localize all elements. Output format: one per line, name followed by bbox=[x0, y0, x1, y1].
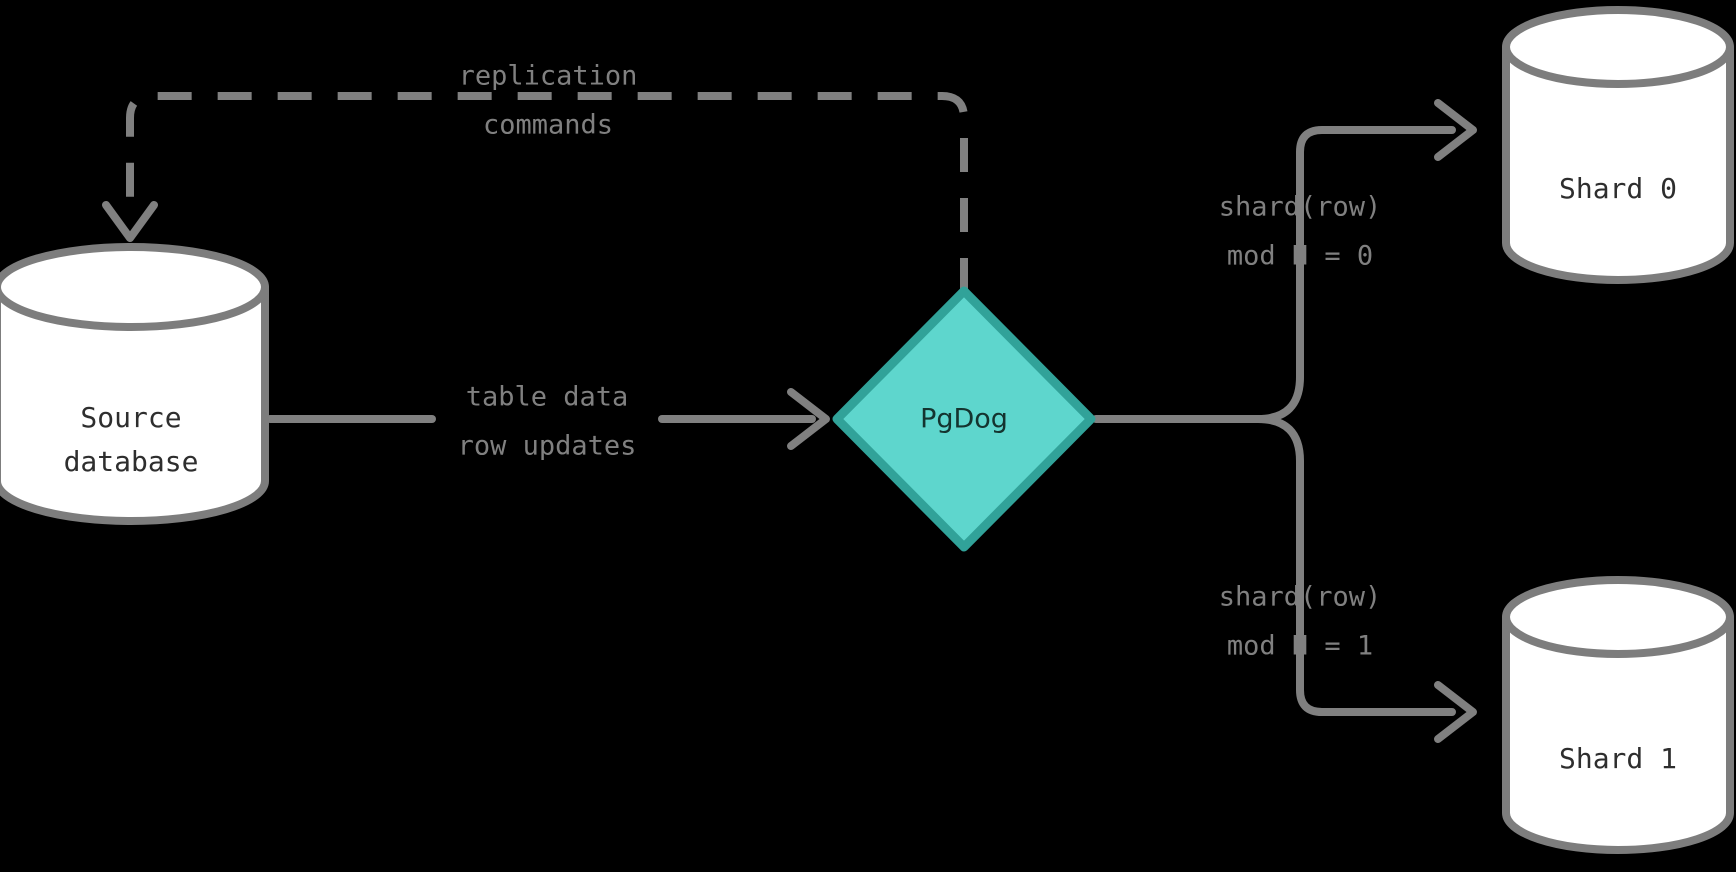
replication-edge-arrowhead bbox=[102, 201, 158, 242]
source-database-node[interactable]: Source database bbox=[0, 243, 269, 525]
pgdog-label: PgDog bbox=[920, 404, 1008, 435]
shard-0-node[interactable]: Shard 0 bbox=[1502, 6, 1734, 284]
shard1-edge-arrowhead bbox=[1434, 681, 1477, 743]
shard-1-cylinder-body bbox=[1502, 613, 1734, 854]
shard0-edge-label-line2: mod N = 0 bbox=[1227, 241, 1373, 272]
shard1-edge-path bbox=[1254, 415, 1456, 716]
pgdog-diamond-shape bbox=[832, 286, 1096, 552]
shard-1-label: Shard 1 bbox=[1559, 742, 1677, 775]
replication-edge-label-line1: replication bbox=[459, 61, 638, 92]
shard-0-cylinder-body bbox=[1502, 43, 1734, 284]
shard1-edge-label-line2: mod N = 1 bbox=[1227, 631, 1373, 662]
shard-1-node[interactable]: Shard 1 bbox=[1502, 576, 1734, 854]
shard0-edge: shard(row) mod N = 0 bbox=[1219, 99, 1477, 423]
shard0-edge-path bbox=[1254, 126, 1456, 423]
shard1-edge-label-line1: shard(row) bbox=[1219, 582, 1382, 613]
shard1-edge: shard(row) mod N = 1 bbox=[1219, 415, 1477, 743]
shard-0-cylinder-top bbox=[1502, 6, 1734, 88]
table-data-edge-label-line1: table data bbox=[466, 382, 629, 413]
pgdog-node[interactable]: PgDog bbox=[832, 286, 1096, 552]
shard-1-cylinder-top bbox=[1502, 576, 1734, 658]
table-data-edge-arrowhead bbox=[787, 388, 830, 450]
shard0-edge-label-line1: shard(row) bbox=[1219, 192, 1382, 223]
shard0-edge-arrowhead bbox=[1434, 99, 1477, 161]
replication-edge-path bbox=[126, 92, 968, 292]
source-database-label-line1: Source bbox=[80, 401, 181, 434]
table-data-edge: table data row updates bbox=[266, 382, 830, 462]
replication-edge: replication commands bbox=[102, 61, 968, 292]
source-database-cylinder-top bbox=[0, 243, 269, 331]
replication-edge-label-line2: commands bbox=[483, 110, 613, 141]
source-database-cylinder-body bbox=[0, 283, 269, 525]
source-database-label-line2: database bbox=[64, 445, 199, 478]
shard-0-label: Shard 0 bbox=[1559, 172, 1677, 205]
table-data-edge-label-line2: row updates bbox=[458, 431, 637, 462]
